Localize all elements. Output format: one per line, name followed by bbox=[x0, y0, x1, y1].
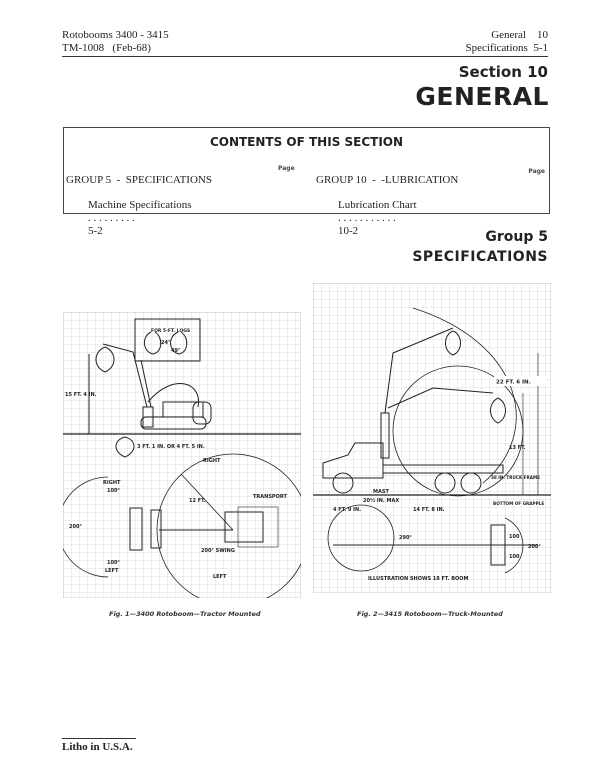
header-group-label: Specifications bbox=[465, 42, 528, 54]
fig2-100a-label: 100 bbox=[509, 534, 520, 540]
fig1-49-label: 49" bbox=[171, 348, 181, 354]
section-label: Section 10 bbox=[458, 63, 548, 81]
toc-dots: . . . . . . . . . . . bbox=[338, 212, 396, 224]
toc-item-label: Machine Specifications bbox=[88, 199, 192, 211]
fig1-logs-label: FOR 5-FT. LOGS bbox=[151, 328, 190, 334]
page-header-left: Page bbox=[278, 165, 295, 172]
contents-title: CONTENTS OF THIS SECTION bbox=[209, 135, 404, 149]
manual-number: TM-1008 (Feb-68) bbox=[62, 42, 151, 54]
header-left: Rotobooms 3400 - 3415 TM-1008 (Feb-68) bbox=[62, 29, 169, 55]
fig2-22ft-label: 22 FT. 6 IN. bbox=[496, 380, 531, 386]
fig2-100b-label: 100 bbox=[509, 554, 520, 560]
fig1-l100-label: 100° bbox=[107, 560, 120, 566]
fig1-right-label: RIGHT bbox=[103, 480, 121, 486]
figure-1-caption: Fig. 1—3400 Rotoboom—Tractor Mounted bbox=[109, 610, 261, 618]
figure-1-tractor-mounted: FOR 5-FT. LOGS 24" 49" 15 FT. 4 IN. 3 FT… bbox=[63, 312, 301, 598]
fig2-bottom-label: BOTTOM OF GRAPPLE bbox=[493, 501, 544, 506]
fig1-right2-label: RIGHT bbox=[203, 458, 221, 464]
fig1-swing-label: 200° SWING bbox=[201, 548, 235, 554]
footer-rule bbox=[62, 738, 136, 739]
fig2-illustration-note: ILLUSTRATION SHOWS 18 FT. BOOM bbox=[368, 576, 469, 582]
toc-page: 5-2 bbox=[88, 225, 103, 237]
contents-box: CONTENTS OF THIS SECTION Page Page GROUP… bbox=[63, 127, 550, 237]
fig1-left-label: LEFT bbox=[105, 568, 119, 574]
fig2-frame-label: 38 IN. TRUCK FRAME bbox=[491, 475, 540, 480]
section-title: GENERAL bbox=[415, 82, 549, 111]
figure-2-truck-mounted: 22 FT. 6 IN. 13 FT. 38 IN. TRUCK FRAME M… bbox=[313, 283, 551, 593]
header-right: General 10 Specifications 5-1 bbox=[466, 29, 549, 55]
fig1-24-label: 24" bbox=[161, 340, 171, 346]
toc-item-machine-specifications[interactable]: Machine Specifications . . . . . . . . .… bbox=[77, 186, 192, 251]
fig1-height-label: 15 FT. 4 IN. bbox=[65, 392, 97, 398]
figure-2-caption: Fig. 2—3415 Rotoboom—Truck-Mounted bbox=[357, 610, 503, 618]
fig2-max-label: 20½ IN. MAX bbox=[363, 497, 399, 504]
fig2-200-label: 200° bbox=[528, 544, 541, 550]
fig2-13ft-label: 13 FT. bbox=[509, 445, 526, 451]
toc-item-lubrication-chart[interactable]: Lubrication Chart . . . . . . . . . . . … bbox=[327, 186, 417, 251]
header-section-label: General bbox=[491, 29, 526, 41]
fig1-left2-label: LEFT bbox=[213, 574, 227, 580]
toc-item-label: Lubrication Chart bbox=[338, 199, 417, 211]
header-rule bbox=[62, 56, 548, 57]
page-header-right: Page bbox=[528, 168, 545, 175]
toc-dots: . . . . . . . . . bbox=[88, 212, 135, 224]
toc-group-10: GROUP 10 - -LUBRICATION bbox=[316, 174, 459, 186]
fig2-290-label: 290° bbox=[399, 535, 412, 541]
fig2-14ft-label: 14 FT. 8 IN. bbox=[413, 507, 445, 513]
footer-litho: Litho in U.S.A. bbox=[62, 741, 133, 753]
toc-page: 10-2 bbox=[338, 225, 359, 237]
manual-title: Rotobooms 3400 - 3415 bbox=[62, 29, 169, 41]
fig1-d200-label: 200° bbox=[69, 524, 82, 530]
fig1-radius-label: 12 FT. bbox=[189, 498, 206, 504]
header-section-num: 10 bbox=[537, 29, 548, 41]
group-title: SPECIFICATIONS bbox=[412, 249, 548, 265]
fig2-4ft-label: 4 FT. 9 IN. bbox=[333, 507, 361, 513]
header-group-num: 5-1 bbox=[533, 42, 548, 54]
fig1-r100-label: 100° bbox=[107, 488, 120, 494]
fig1-depth-label: 3 FT. 1 IN. OR 4 FT. 5 IN. bbox=[137, 444, 205, 450]
fig2-22ft-label-backdrop bbox=[494, 376, 546, 386]
group-label: Group 5 bbox=[485, 229, 548, 245]
fig2-mast-label: MAST bbox=[373, 489, 389, 495]
fig1-transport-label: TRANSPORT bbox=[253, 494, 287, 500]
toc-group-5: GROUP 5 - SPECIFICATIONS bbox=[66, 174, 212, 186]
